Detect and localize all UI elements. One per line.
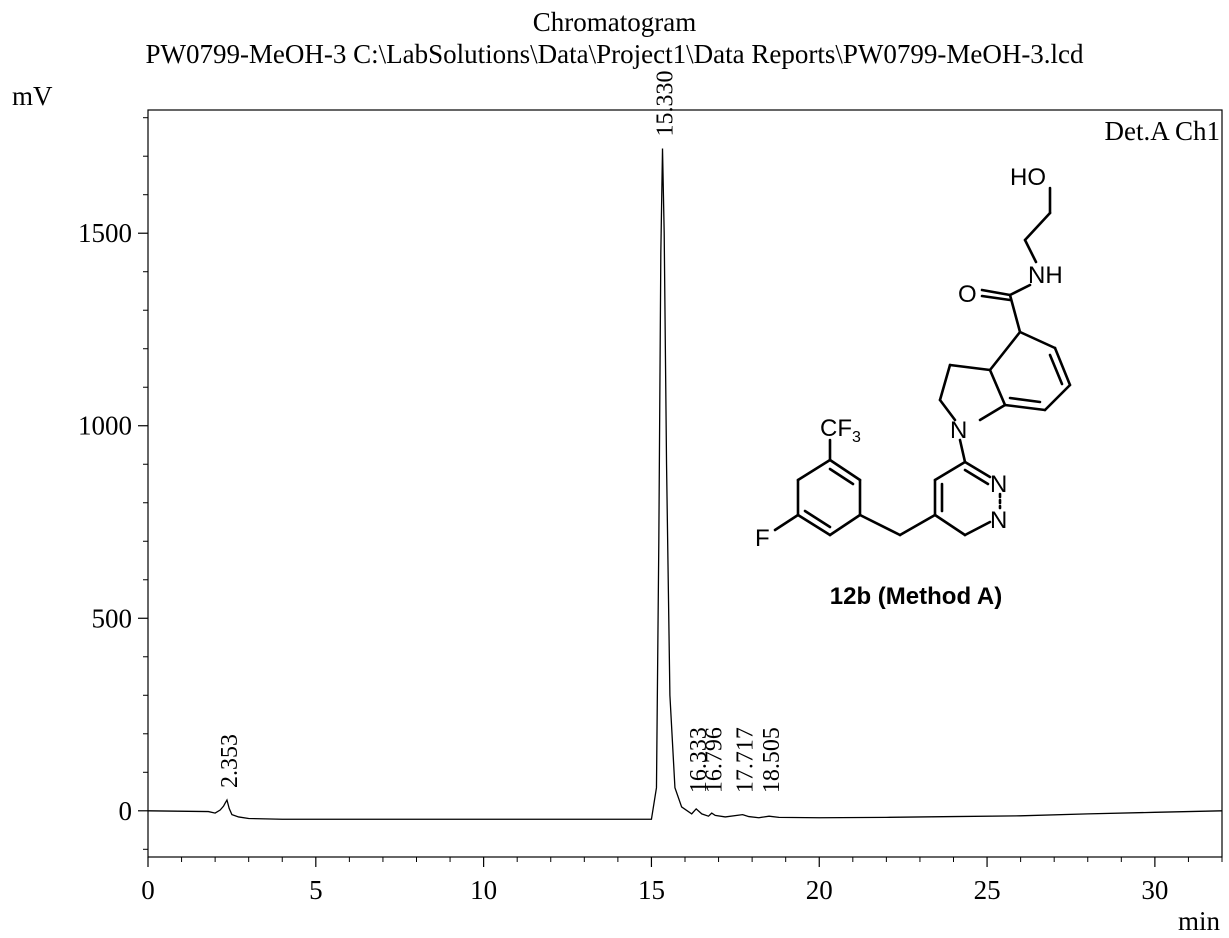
bond	[933, 460, 967, 482]
chemical-structure	[773, 186, 1072, 537]
bond	[933, 513, 967, 537]
bond	[1023, 238, 1038, 264]
atom-cf3: CF3	[820, 415, 861, 446]
bond	[938, 363, 952, 402]
x-tick-label: 20	[806, 875, 833, 905]
x-tick-label: 30	[1141, 875, 1168, 905]
detector-label: Det.A Ch1	[1104, 116, 1220, 146]
bond	[1018, 330, 1057, 350]
bond	[858, 513, 902, 537]
y-tick-label: 1000	[78, 411, 132, 441]
bond	[1023, 211, 1052, 242]
peak-label: 18.505	[759, 727, 785, 793]
bond	[980, 294, 1012, 302]
bond	[988, 330, 1022, 372]
bond	[988, 368, 1007, 407]
chart-series-layer	[147, 148, 1223, 820]
bond	[898, 513, 937, 537]
bond	[1008, 283, 1032, 297]
chart-axes	[147, 109, 1223, 858]
bond	[980, 288, 1012, 297]
bond	[1008, 293, 1022, 334]
bond	[1003, 403, 1047, 412]
y-tick-label: 500	[92, 603, 133, 633]
peak-label: 2.353	[217, 734, 243, 788]
atom-o: O	[958, 281, 977, 308]
x-tick-label: 5	[309, 875, 323, 905]
bond	[948, 363, 992, 372]
y-tick-label: 1500	[78, 218, 132, 248]
atom-n2: N	[990, 507, 1007, 534]
bond	[938, 398, 957, 422]
bond	[773, 513, 800, 532]
series-line	[147, 148, 1223, 820]
atom-n1: N	[990, 471, 1007, 498]
y-tick-label: 0	[119, 796, 133, 826]
bond	[828, 513, 862, 537]
bond	[1008, 396, 1042, 404]
atom-n-indoline: N	[950, 417, 967, 444]
chart-title: Chromatogram	[532, 7, 697, 37]
bond	[978, 403, 1007, 422]
plot-frame	[147, 109, 1223, 858]
bond	[963, 520, 992, 537]
bond	[796, 513, 832, 537]
peak-label: 16.796	[702, 727, 728, 793]
bond	[1043, 383, 1072, 412]
bond	[1053, 346, 1072, 387]
x-axis-label: min	[1178, 906, 1221, 936]
bond	[963, 468, 990, 486]
x-tick-label: 15	[638, 875, 665, 905]
bond	[958, 438, 967, 464]
peak-label: 17.717	[733, 727, 759, 793]
bond	[1048, 353, 1064, 386]
peak-label: 15.330	[653, 71, 679, 137]
structure-labels: HO NH O N CF3 F N N 12b (Method A)	[755, 164, 1063, 610]
chart-ticks: 0 5 10 15 20 25 30 0 500 1000 1500	[78, 117, 1223, 905]
bond	[796, 458, 832, 482]
structure-caption: 12b (Method A)	[830, 583, 1002, 610]
atom-ho: HO	[1010, 164, 1046, 191]
x-tick-label: 10	[470, 875, 497, 905]
peak-label: 16.333	[686, 727, 712, 793]
x-tick-label: 0	[141, 875, 155, 905]
chart-subtitle: PW0799-MeOH-3 C:\LabSolutions\Data\Proje…	[145, 39, 1084, 69]
bond	[828, 467, 855, 486]
atom-nh: NH	[1028, 262, 1063, 289]
bond	[828, 458, 862, 482]
atom-f: F	[755, 525, 770, 552]
x-tick-label: 25	[974, 875, 1001, 905]
bond	[963, 460, 992, 479]
bond	[803, 509, 832, 529]
y-axis-label: mV	[12, 81, 53, 111]
